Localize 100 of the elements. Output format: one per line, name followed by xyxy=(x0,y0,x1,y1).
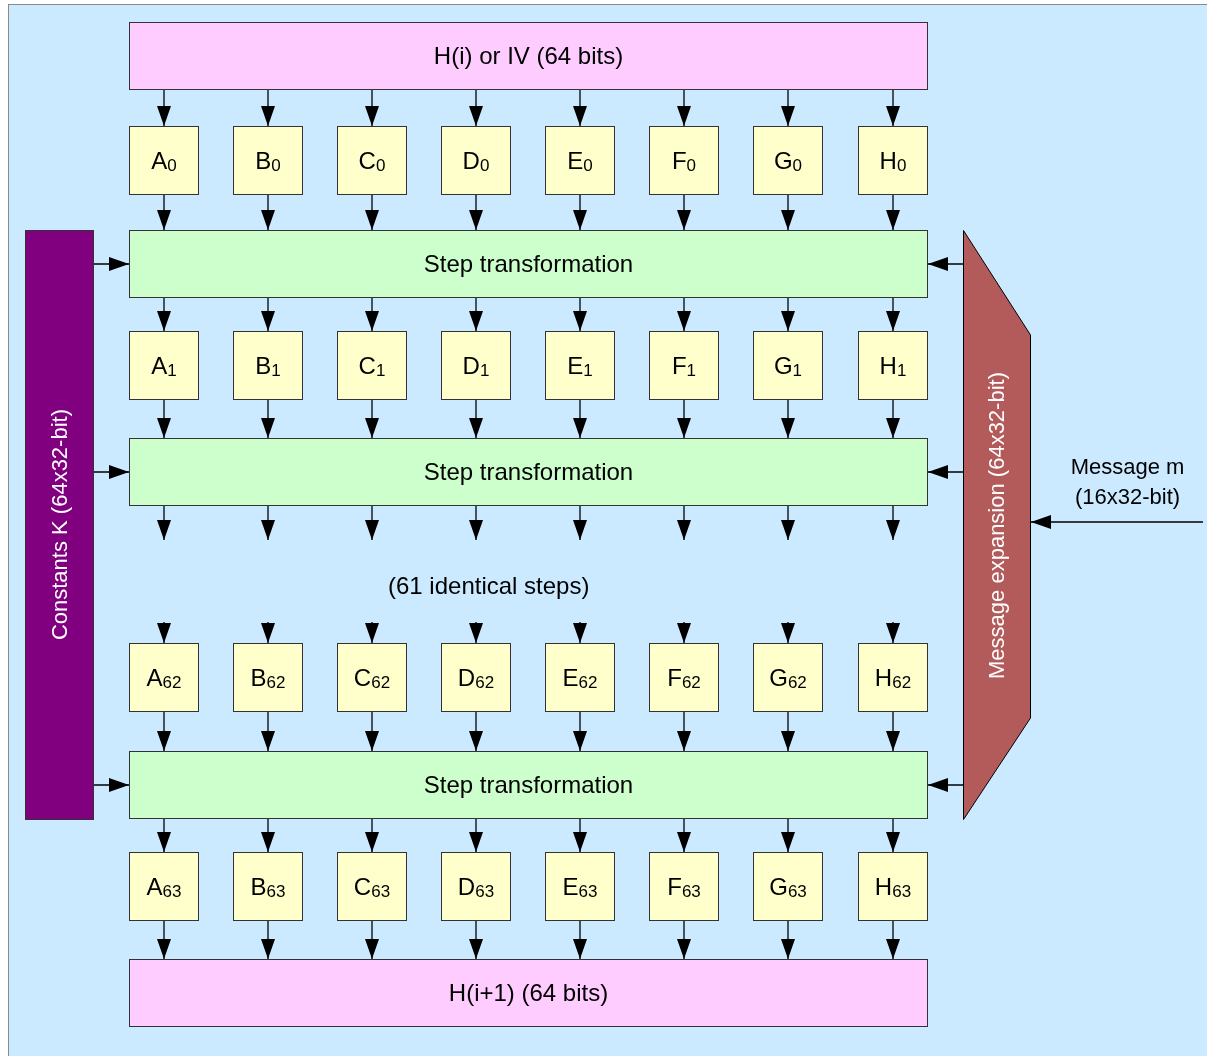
register-box: C$_{63}$ xyxy=(337,852,407,921)
arrow xyxy=(469,89,483,127)
arrow xyxy=(677,505,691,541)
arrow xyxy=(886,711,900,752)
note-text: (61 identical steps) xyxy=(388,572,590,600)
arrow xyxy=(677,89,691,127)
arrow xyxy=(261,399,275,439)
arrow xyxy=(573,818,587,853)
arrow xyxy=(573,621,587,644)
arrow xyxy=(157,920,171,960)
arrow xyxy=(927,465,964,479)
register-box: E$_{62}$ xyxy=(545,643,615,712)
arrow xyxy=(886,194,900,231)
arrow xyxy=(157,89,171,127)
arrow xyxy=(781,711,795,752)
arrow xyxy=(469,711,483,752)
arrow xyxy=(927,778,964,792)
arrow xyxy=(365,818,379,853)
arrow xyxy=(261,711,275,752)
hash-value-box: H(i+1) (64 bits) xyxy=(129,959,928,1027)
register-box: G$_{63}$ xyxy=(753,852,823,921)
arrow xyxy=(365,194,379,231)
arrow xyxy=(93,257,130,271)
register-box: A$_{0}$ xyxy=(129,126,199,195)
arrow xyxy=(677,818,691,853)
arrow xyxy=(261,621,275,644)
register-box: B$_{63}$ xyxy=(233,852,303,921)
arrow xyxy=(573,297,587,332)
process-box: Step transformation xyxy=(129,438,928,506)
register-box: H$_{0}$ xyxy=(858,126,928,195)
register-box: E$_{63}$ xyxy=(545,852,615,921)
arrow xyxy=(261,194,275,231)
arrow xyxy=(886,621,900,644)
register-box: E$_{0}$ xyxy=(545,126,615,195)
register-box: D$_{0}$ xyxy=(441,126,511,195)
arrow xyxy=(261,818,275,853)
arrow xyxy=(927,257,964,271)
arrow xyxy=(573,711,587,752)
arrow xyxy=(469,505,483,541)
arrow xyxy=(677,297,691,332)
hash-value-box: H(i) or IV (64 bits) xyxy=(129,22,928,90)
arrow xyxy=(469,920,483,960)
arrow xyxy=(365,399,379,439)
register-box: C$_{1}$ xyxy=(337,331,407,400)
arrow xyxy=(157,297,171,332)
register-box: B$_{0}$ xyxy=(233,126,303,195)
arrow xyxy=(677,711,691,752)
arrow xyxy=(677,920,691,960)
register-box: D$_{1}$ xyxy=(441,331,511,400)
arrow xyxy=(781,297,795,332)
arrow xyxy=(573,89,587,127)
arrow xyxy=(886,399,900,439)
register-box: G$_{0}$ xyxy=(753,126,823,195)
register-box: D$_{62}$ xyxy=(441,643,511,712)
arrow xyxy=(157,194,171,231)
arrow xyxy=(886,818,900,853)
register-box: F$_{63}$ xyxy=(649,852,719,921)
register-box: B$_{1}$ xyxy=(233,331,303,400)
arrow xyxy=(886,920,900,960)
arrow xyxy=(677,621,691,644)
arrow xyxy=(365,711,379,752)
arrow xyxy=(886,89,900,127)
arrow xyxy=(677,399,691,439)
arrow xyxy=(573,920,587,960)
arrow xyxy=(781,194,795,231)
arrow xyxy=(781,621,795,644)
arrow xyxy=(781,89,795,127)
register-box: C$_{0}$ xyxy=(337,126,407,195)
register-box: G$_{1}$ xyxy=(753,331,823,400)
arrow xyxy=(157,399,171,439)
arrow xyxy=(469,621,483,644)
register-box: E$_{1}$ xyxy=(545,331,615,400)
arrow xyxy=(365,89,379,127)
register-box: F$_{62}$ xyxy=(649,643,719,712)
arrow xyxy=(157,818,171,853)
arrow xyxy=(365,920,379,960)
input-label: Message m (16x32-bit) xyxy=(1048,452,1207,523)
arrow xyxy=(573,505,587,541)
register-box: A$_{63}$ xyxy=(129,852,199,921)
arrow xyxy=(1030,515,1204,529)
arrow xyxy=(781,818,795,853)
register-box: H$_{1}$ xyxy=(858,331,928,400)
arrow xyxy=(261,505,275,541)
register-box: G$_{62}$ xyxy=(753,643,823,712)
register-box: A$_{1}$ xyxy=(129,331,199,400)
arrow xyxy=(469,194,483,231)
arrow xyxy=(261,920,275,960)
arrow xyxy=(677,194,691,231)
register-box: C$_{62}$ xyxy=(337,643,407,712)
arrow xyxy=(469,399,483,439)
arrow xyxy=(93,778,130,792)
register-box: D$_{63}$ xyxy=(441,852,511,921)
arrow xyxy=(157,621,171,644)
register-box: H$_{63}$ xyxy=(858,852,928,921)
constants-bar: Constants K (64x32-bit) xyxy=(25,230,94,820)
arrow xyxy=(469,297,483,332)
register-box: H$_{62}$ xyxy=(858,643,928,712)
arrow xyxy=(261,89,275,127)
register-box: A$_{62}$ xyxy=(129,643,199,712)
arrow xyxy=(781,505,795,541)
